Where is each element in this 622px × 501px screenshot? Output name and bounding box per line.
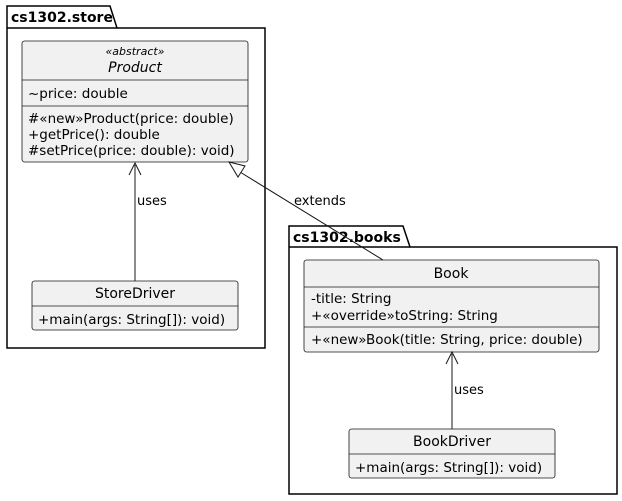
relation-label: uses bbox=[137, 194, 167, 209]
relation-books-uses: uses bbox=[445, 350, 484, 429]
class-name: Book bbox=[434, 266, 470, 282]
class-product[interactable]: «abstract» Product ~price: double #«new»… bbox=[21, 40, 249, 163]
relation-store-uses: uses bbox=[128, 161, 167, 281]
package-cs1302-store: cs1302.store bbox=[6, 5, 266, 349]
class-method: +«new»Book(title: String, price: double) bbox=[311, 332, 583, 348]
extends-line bbox=[239, 171, 384, 261]
relation-label: extends bbox=[294, 194, 346, 209]
class-field: ~price: double bbox=[28, 86, 128, 102]
class-method: #setPrice(price: double): void) bbox=[28, 143, 235, 159]
class-method: +getPrice(): double bbox=[28, 127, 160, 143]
class-book-driver[interactable]: BookDriver +main(args: String[]): void) bbox=[348, 428, 556, 479]
class-method: #«new»Product(price: double) bbox=[28, 111, 234, 127]
relation-label: uses bbox=[454, 383, 484, 398]
class-store-driver[interactable]: StoreDriver +main(args: String[]): void) bbox=[31, 280, 239, 331]
class-method: +main(args: String[]): void) bbox=[355, 460, 542, 476]
inheritance-triangle bbox=[227, 161, 246, 178]
class-book[interactable]: Book -title: String +«override»toString:… bbox=[303, 259, 600, 353]
open-arrow-head bbox=[445, 350, 459, 365]
class-name: StoreDriver bbox=[95, 286, 175, 302]
class-method: +main(args: String[]): void) bbox=[38, 312, 225, 328]
relation-extends: extends bbox=[227, 161, 384, 261]
class-field: -title: String bbox=[311, 291, 391, 307]
package-name-store: cs1302.store bbox=[11, 10, 113, 26]
class-name: Product bbox=[108, 60, 162, 76]
class-name: BookDriver bbox=[413, 434, 491, 450]
class-stereotype: «abstract» bbox=[106, 45, 165, 58]
open-arrow-head bbox=[128, 161, 142, 176]
class-field: +«override»toString: String bbox=[311, 308, 498, 324]
